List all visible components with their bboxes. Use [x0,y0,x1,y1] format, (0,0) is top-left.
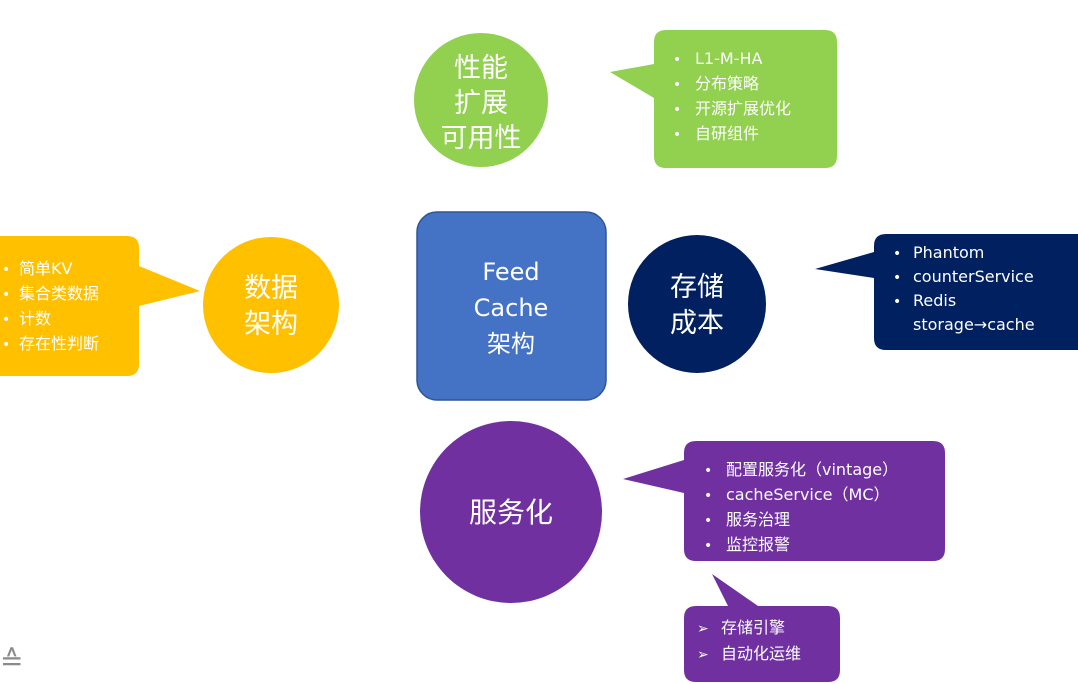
data-bullet-4: • [2,337,10,353]
storage-item-1: Phantom [913,243,984,262]
servicization-callout-shape [623,441,945,561]
data-architecture-circle [203,237,339,373]
data-architecture-node: 数据 架构 [203,237,339,373]
service-bullet-2: • [704,488,712,504]
performance-callout-shape [610,30,837,168]
service-item-4: 监控报警 [726,535,790,554]
storage-bullet-3: • [893,294,901,310]
storage-bullet-1: • [893,246,901,262]
service-bullet-4: • [704,538,712,554]
performance-bullet-2: • [673,77,681,93]
servicization-callout: • 配置服务化（vintage） • cacheService（MC） • 服务… [623,441,945,561]
service-bullet-3: • [704,513,712,529]
data-architecture-callout: • 简单KV • 集合类数据 • 计数 • 存在性判断 [0,236,200,376]
performance-line-1: 性能 [454,53,508,84]
performance-bullet-3: • [673,102,681,118]
service-item-1: 配置服务化（vintage） [726,460,898,479]
servicization-sub-callout-shape [684,574,840,682]
storage-item-4: storage→cache [913,315,1035,334]
center-line-3: 架构 [487,330,535,358]
feed-cache-center-box [416,211,607,401]
servicization-node: 服务化 [420,421,602,603]
service-item-3: 服务治理 [726,510,790,529]
servicization-line-1: 服务化 [469,496,553,529]
storage-item-2: counterService [913,267,1034,286]
data-item-1: 简单KV [19,259,72,278]
performance-callout: • L1-M-HA • 分布策略 • 开源扩展优化 • 自研组件 [610,30,837,168]
storage-cost-callout-shape [815,234,1078,350]
data-bullet-1: • [2,262,10,278]
performance-line-3: 可用性 [441,123,522,154]
service-bullet-1: • [704,463,712,479]
logo-fragment-icon: ≙ [0,644,24,677]
performance-item-3: 开源扩展优化 [695,99,791,118]
performance-bullet-4: • [673,127,681,143]
storage-cost-line-1: 存储 [670,272,724,303]
service-item-2: cacheService（MC） [726,485,890,504]
storage-item-3: Redis [913,291,956,310]
performance-line-2: 扩展 [454,88,508,119]
data-bullet-2: • [2,287,10,303]
servicization-sub-callout: ➢ 存储引擎 ➢ 自动化运维 [684,574,840,682]
storage-cost-circle [628,235,766,373]
performance-item-4: 自研组件 [695,124,759,143]
sub-bullet-2: ➢ [697,647,709,663]
storage-cost-callout: • Phantom • counterService • Redis stora… [815,234,1078,350]
feed-cache-center-node: Feed Cache 架构 [416,211,607,401]
storage-cost-line-2: 成本 [670,308,724,339]
data-item-2: 集合类数据 [19,284,99,303]
storage-bullet-2: • [893,270,901,286]
performance-item-1: L1-M-HA [695,49,762,68]
performance-node: 性能 扩展 可用性 [414,33,548,167]
data-architecture-line-2: 架构 [244,309,298,340]
data-item-3: 计数 [19,309,51,328]
sub-bullet-1: ➢ [697,621,709,637]
center-line-1: Feed [482,258,539,286]
data-architecture-callout-shape [0,236,200,376]
data-bullet-3: • [2,312,10,328]
servicization-circle [420,421,602,603]
performance-circle [414,33,548,167]
sub-item-2: 自动化运维 [721,644,801,663]
data-architecture-line-1: 数据 [244,273,298,304]
performance-bullet-1: • [673,52,681,68]
center-line-2: Cache [474,294,549,322]
sub-item-1: 存储引擎 [721,618,785,637]
storage-cost-node: 存储 成本 [628,235,766,373]
performance-item-2: 分布策略 [695,74,759,93]
data-item-4: 存在性判断 [19,334,99,353]
